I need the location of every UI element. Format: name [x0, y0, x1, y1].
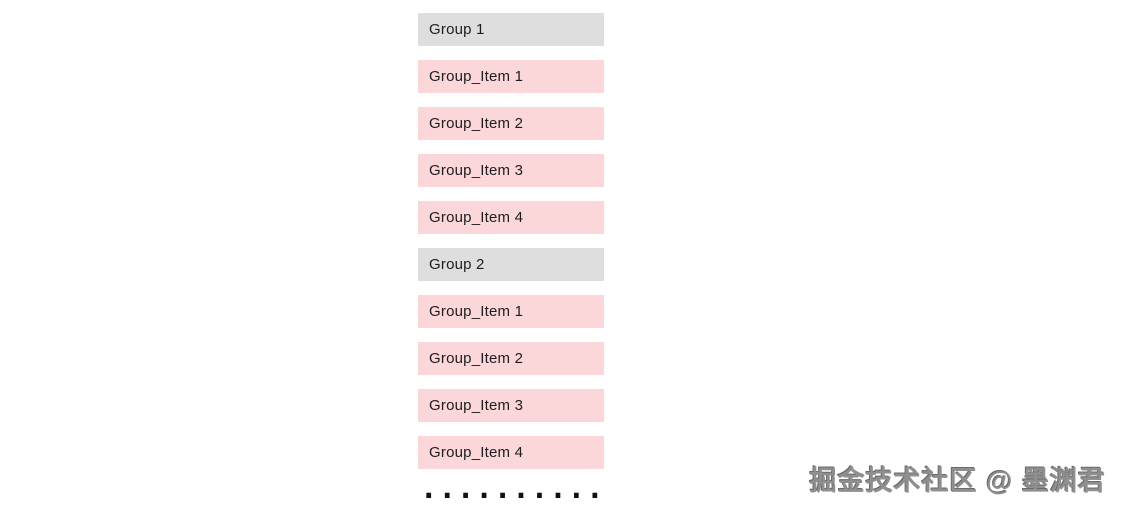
grouped-list: Group 1 Group_Item 1 Group_Item 2 Group_Ite…: [418, 13, 604, 501]
group-header: Group 1: [418, 13, 604, 46]
watermark-text: 掘金技术社区 @ 墨渊君: [809, 466, 1106, 496]
group-header: Group 2: [418, 248, 604, 281]
group-item[interactable]: Group_Item 2: [418, 107, 604, 140]
group-item[interactable]: Group_Item 1: [418, 60, 604, 93]
group-item[interactable]: Group_Item 1: [418, 295, 604, 328]
group-item[interactable]: Group_Item 4: [418, 201, 604, 234]
group-item[interactable]: Group_Item 4: [418, 436, 604, 469]
group-item[interactable]: Group_Item 2: [418, 342, 604, 375]
group-item[interactable]: Group_Item 3: [418, 154, 604, 187]
more-items-ellipsis: ..........: [420, 477, 604, 501]
group-item[interactable]: Group_Item 3: [418, 389, 604, 422]
